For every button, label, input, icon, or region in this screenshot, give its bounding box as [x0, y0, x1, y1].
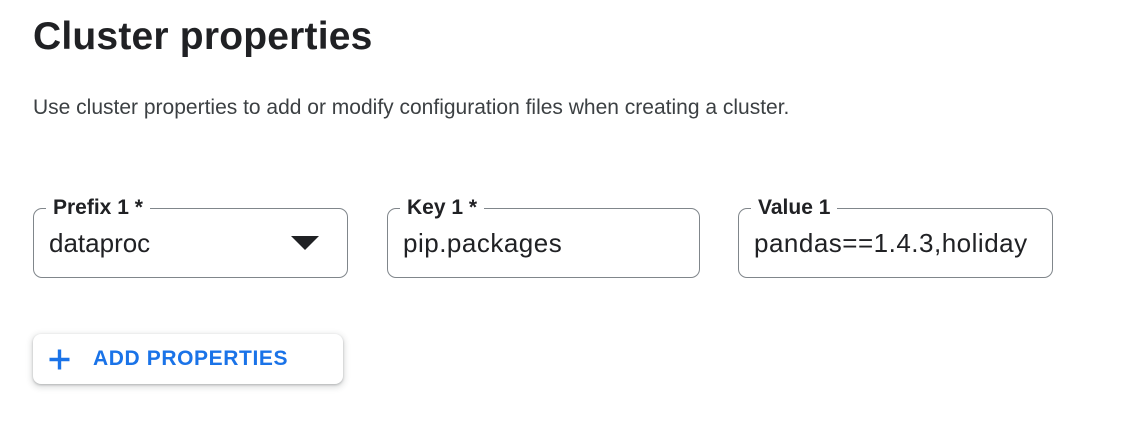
prefix-select[interactable]: Prefix 1 * dataproc [33, 196, 348, 278]
prefix-selected-value: dataproc [49, 227, 151, 258]
value-label: Value 1 [751, 196, 838, 220]
add-properties-label: ADD PROPERTIES [93, 347, 289, 370]
key-input[interactable] [388, 227, 699, 259]
prefix-label: Prefix 1 * [46, 196, 150, 220]
page-title: Cluster properties [33, 15, 373, 58]
value-input[interactable] [739, 227, 1052, 259]
plus-icon [49, 349, 70, 369]
key-field: Key 1 * [387, 196, 700, 278]
section-description: Use cluster properties to add or modify … [33, 96, 790, 119]
value-field: Value 1 [738, 196, 1053, 278]
key-label: Key 1 * [400, 196, 485, 220]
dropdown-arrow-icon [291, 236, 319, 250]
add-properties-button[interactable]: ADD PROPERTIES [33, 334, 343, 384]
